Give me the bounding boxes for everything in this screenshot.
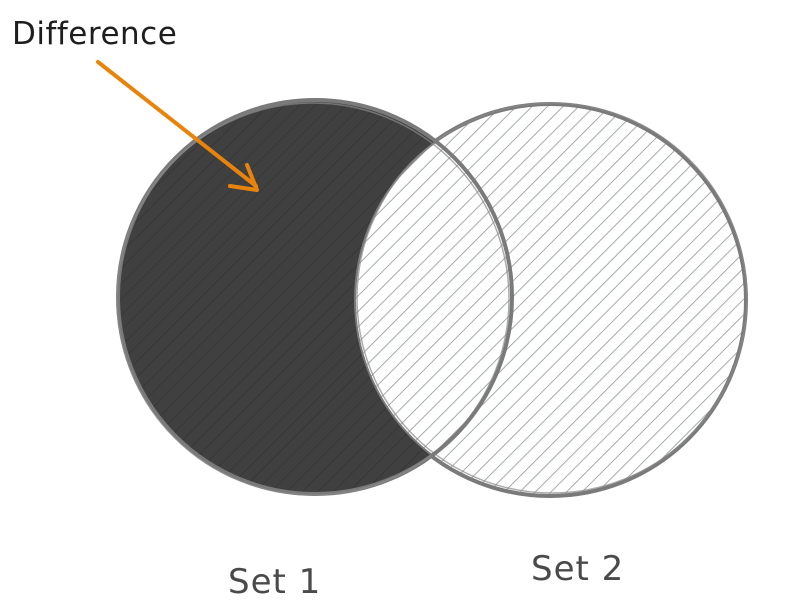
set-2-label: Set 2: [531, 549, 624, 589]
difference-label: Difference: [12, 16, 177, 52]
difference-arrow: [96, 60, 259, 192]
set-1-label: Set 1: [228, 562, 321, 602]
difference-region: [118, 100, 512, 494]
intersection-edge: [354, 104, 514, 496]
